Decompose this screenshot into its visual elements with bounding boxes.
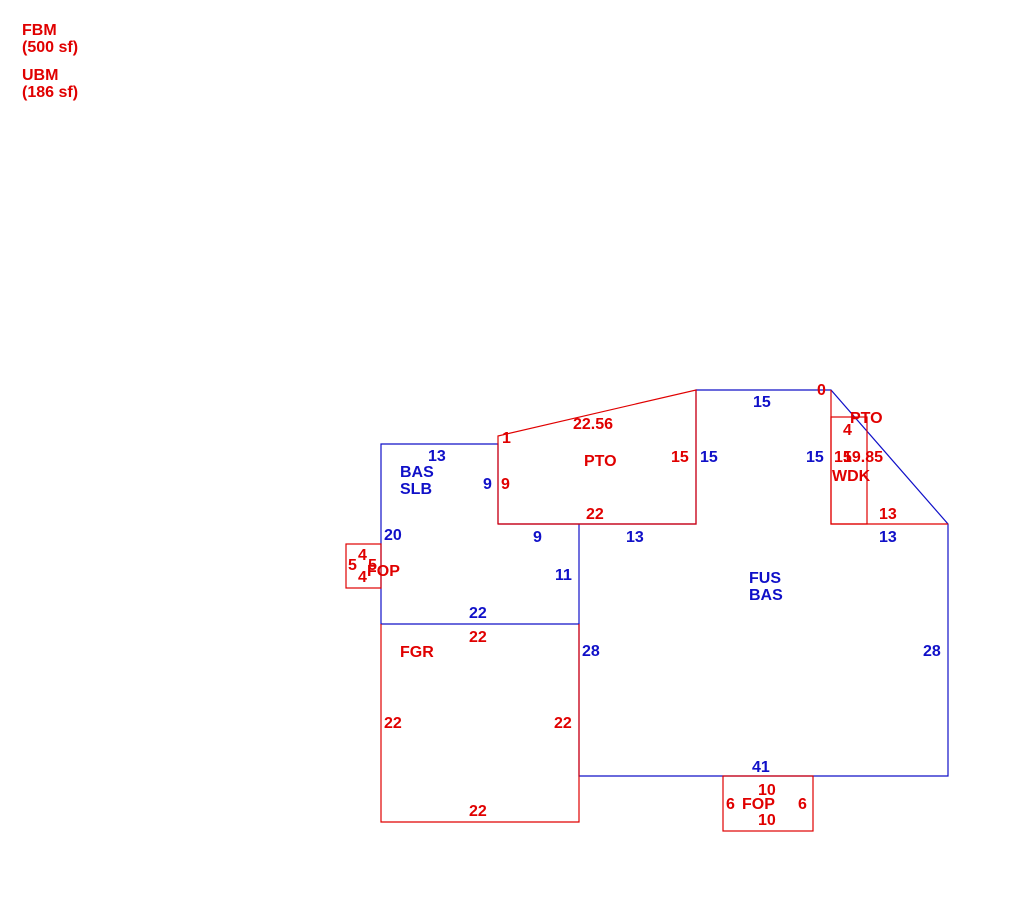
dim-label: 22.56	[573, 416, 613, 433]
dim-label: 1	[502, 430, 511, 447]
legend-ubm-area: (186 sf)	[22, 84, 79, 101]
bas-outline	[380, 389, 949, 777]
area-label-bas: BAS	[400, 464, 434, 481]
dim-label: 4	[843, 422, 852, 439]
area-label-pto-right: PTO	[850, 410, 883, 427]
area-label-slb: SLB	[400, 481, 432, 498]
dim-label: 10	[758, 812, 776, 829]
dim-label: 13	[428, 448, 446, 465]
dim-label: 6	[726, 796, 735, 813]
dim-label: 28	[923, 643, 941, 660]
dim-label: 22	[554, 715, 572, 732]
legend-ubm-code: UBM	[22, 67, 59, 84]
pto-main-outline	[497, 389, 697, 525]
dim-label: 20	[384, 527, 402, 544]
dim-label: 22	[469, 629, 487, 646]
area-label-fop-left: FOP	[367, 563, 400, 580]
dim-label: 22	[469, 803, 487, 820]
area-label-wdk: WDK	[832, 468, 871, 485]
wdk-outline	[830, 416, 868, 525]
fop-bottom-outline	[722, 775, 814, 832]
dim-label: 0	[817, 382, 826, 399]
area-label-pto-main: PTO	[584, 453, 617, 470]
dim-label: 22	[384, 715, 402, 732]
legend-fbm-code: FBM	[22, 22, 57, 39]
dim-label: 15	[806, 449, 824, 466]
dim-label: 6	[798, 796, 807, 813]
dim-label: 9	[501, 476, 510, 493]
fgr-outline	[380, 624, 580, 823]
dim-label: 41	[752, 759, 770, 776]
dim-label: 15	[671, 449, 689, 466]
legend-fbm: FBM (500 sf)	[22, 22, 78, 56]
dim-label: 13	[879, 529, 897, 546]
fop-left-outline	[345, 543, 382, 589]
area-label-fop-bottom: FOP	[742, 796, 775, 813]
dim-label: 13	[626, 529, 644, 546]
area-label-fus: FUS	[749, 570, 781, 587]
dim-label: 9	[533, 529, 542, 546]
area-label-fus-bas: BAS	[749, 587, 783, 604]
dim-label: 5	[348, 557, 357, 574]
dim-label: 22	[586, 506, 604, 523]
dim-label: 15	[700, 449, 718, 466]
dim-label: 13	[879, 506, 897, 523]
area-label-fgr: FGR	[400, 644, 434, 661]
dim-label: 19.85	[843, 449, 883, 466]
dim-label: 22	[469, 605, 487, 622]
dim-label: 4	[358, 547, 367, 564]
legend-fbm-area: (500 sf)	[22, 39, 79, 56]
dim-label: 15	[834, 449, 852, 466]
dim-label: 4	[358, 569, 367, 586]
dim-label: 5	[368, 557, 377, 574]
dim-label: 11	[555, 567, 572, 584]
dim-label: 15	[753, 394, 771, 411]
dim-label: 9	[483, 476, 492, 493]
dim-label: 10	[758, 782, 776, 799]
dim-label: 28	[582, 643, 600, 660]
legend-ubm: UBM (186 sf)	[22, 67, 78, 101]
